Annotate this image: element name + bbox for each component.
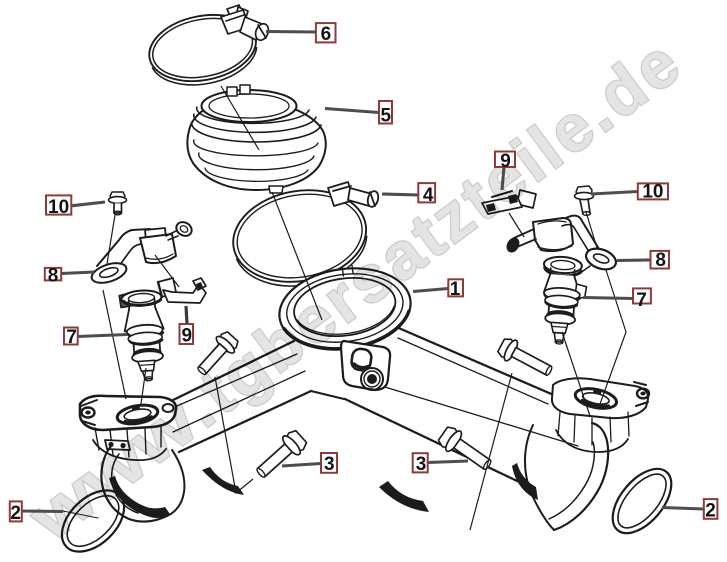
svg-text:5: 5 — [381, 106, 392, 127]
svg-text:9: 9 — [500, 151, 511, 172]
svg-text:9: 9 — [182, 326, 193, 347]
svg-text:6: 6 — [321, 24, 332, 45]
svg-text:2: 2 — [705, 500, 716, 521]
svg-text:10: 10 — [642, 182, 663, 203]
svg-text:1: 1 — [450, 279, 461, 300]
svg-text:3: 3 — [324, 454, 335, 475]
svg-text:10: 10 — [48, 197, 69, 218]
svg-text:7: 7 — [66, 327, 77, 348]
svg-text:7: 7 — [636, 290, 647, 311]
svg-text:8: 8 — [48, 266, 59, 287]
svg-text:8: 8 — [655, 250, 666, 271]
svg-text:3: 3 — [416, 454, 427, 475]
svg-text:2: 2 — [10, 503, 21, 524]
svg-text:4: 4 — [423, 185, 434, 206]
